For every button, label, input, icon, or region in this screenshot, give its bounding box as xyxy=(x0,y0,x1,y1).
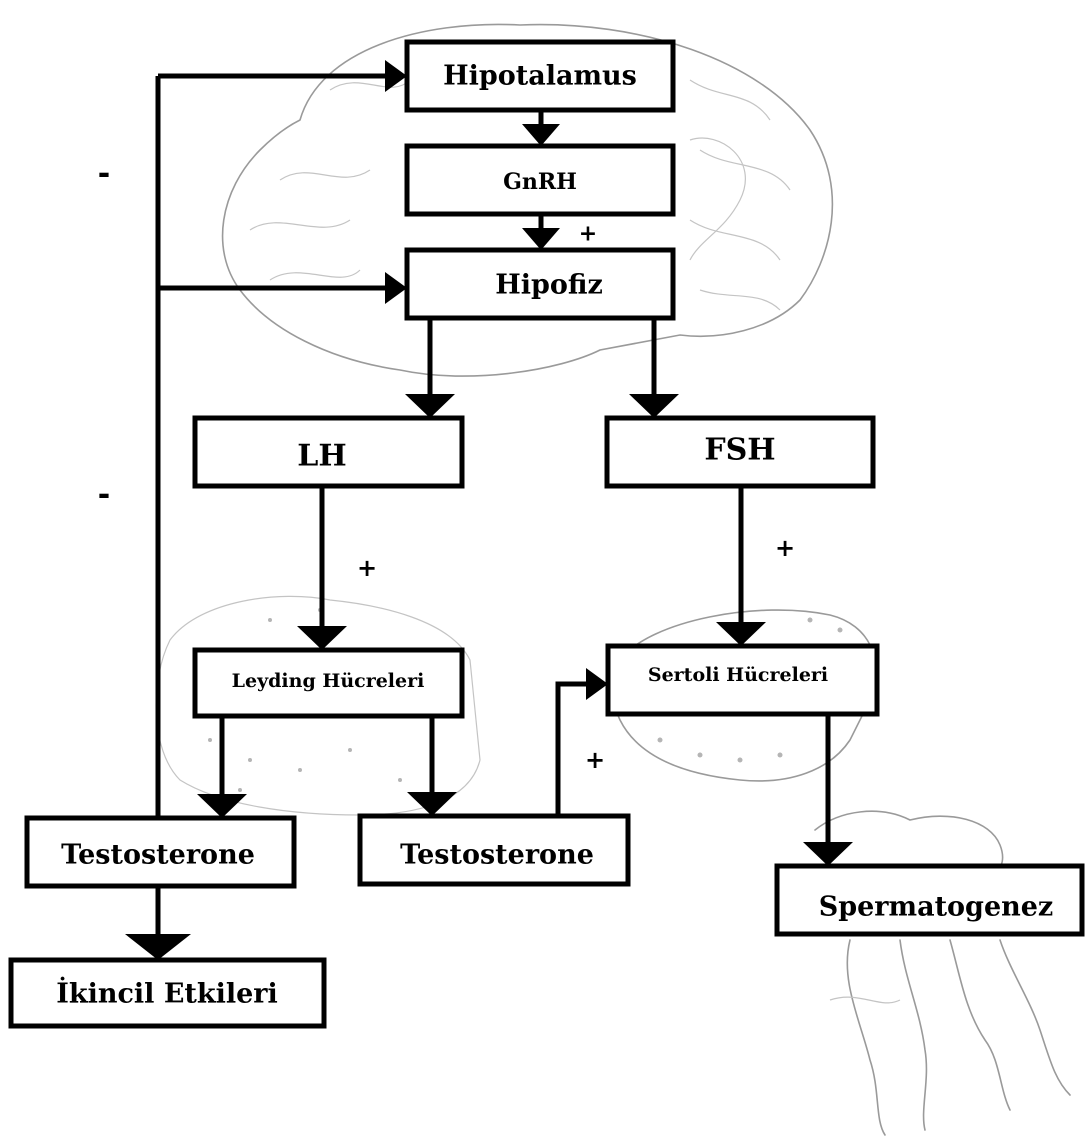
arrow-testosterone-sertoli xyxy=(558,684,586,816)
node-testosterone-left: Testosterone xyxy=(27,818,294,886)
arrowhead-to-testosterone-left xyxy=(197,794,247,818)
arrowhead-to-fsh xyxy=(629,394,679,418)
arrowhead-to-lh xyxy=(405,394,455,418)
arrowhead-to-gnrh xyxy=(522,124,560,146)
node-gnrh: GnRH xyxy=(407,146,673,214)
node-lh: LH xyxy=(195,418,462,486)
arrowhead-to-leydig xyxy=(297,626,347,650)
node-label-hipofiz: Hipofiz xyxy=(495,270,603,301)
node-fsh: FSH xyxy=(607,418,873,486)
sign-testosterone-to-sertoli: + xyxy=(585,746,605,774)
node-label-testosterone-left: Testosterone xyxy=(61,840,255,871)
node-hipofiz: Hipofiz xyxy=(407,250,673,318)
arrowhead-to-sertoli xyxy=(716,622,766,646)
sign-lh-to-leydig: + xyxy=(357,554,377,582)
node-hipotalamus: Hipotalamus xyxy=(407,42,673,110)
node-label-sertoli: Sertoli Hücreleri xyxy=(648,664,828,686)
node-label-ikincil: İkincil Etkileri xyxy=(56,976,278,1010)
node-label-testosterone-right: Testosterone xyxy=(400,840,594,871)
node-label-fsh: FSH xyxy=(704,433,775,468)
sign-feedback-lower: - xyxy=(98,478,110,513)
sign-fsh-to-sertoli: + xyxy=(775,534,795,562)
arrowhead-to-hipofiz xyxy=(385,272,407,304)
sign-gnrh-to-hipofiz: + xyxy=(579,222,597,247)
node-label-hipotalamus: Hipotalamus xyxy=(443,61,637,92)
node-label-spermatogenez: Spermatogenez xyxy=(819,892,1054,923)
arrowhead-to-hipofiz-main xyxy=(522,228,560,250)
sign-feedback-top: - xyxy=(98,157,110,192)
node-ikincil: İkincil Etkileri xyxy=(11,960,324,1026)
arrowhead-to-testosterone-right xyxy=(407,792,457,816)
node-label-gnrh: GnRH xyxy=(503,169,577,195)
node-leydig: Leyding Hücreleri xyxy=(195,650,462,716)
arrowhead-to-ikincil xyxy=(125,934,191,960)
node-sertoli: Sertoli Hücreleri xyxy=(608,646,877,714)
node-label-leydig: Leyding Hücreleri xyxy=(232,670,425,692)
sperm-sketch xyxy=(815,811,1070,1135)
arrowhead-to-spermatogenez xyxy=(803,842,853,866)
node-spermatogenez: Spermatogenez xyxy=(777,866,1082,934)
node-testosterone-right: Testosterone xyxy=(360,816,628,884)
node-label-lh: LH xyxy=(297,439,346,474)
arrowhead-testosterone-to-sertoli xyxy=(586,668,608,700)
